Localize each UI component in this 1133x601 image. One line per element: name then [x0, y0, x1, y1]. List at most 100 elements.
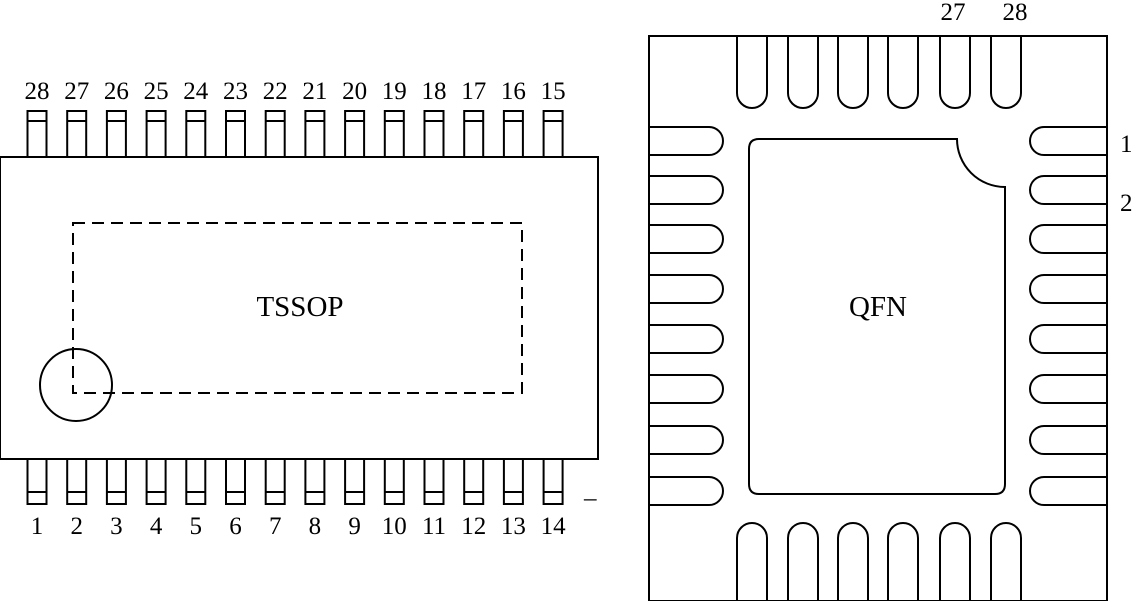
qfn-bottom-pads: [736, 522, 1022, 601]
pin1-indicator-circle: [39, 348, 113, 422]
qfn-bottom-pad: [939, 522, 971, 601]
tssop-bottom-pin-label: 1: [31, 513, 44, 540]
tssop-top-lead: [304, 110, 326, 158]
qfn-left-pad: [649, 224, 724, 254]
tssop-top-pin-label: 28: [25, 78, 50, 105]
tssop-bottom-leads: [26, 458, 564, 505]
tssop-top-lead: [26, 110, 48, 158]
tssop-top-lead: [264, 110, 286, 158]
tssop-bottom-pin-label: 14: [541, 513, 567, 540]
tssop-top-pin-label: 22: [263, 78, 288, 105]
qfn-right-pad: [1029, 224, 1107, 254]
tssop-top-pin-label: 17: [461, 78, 486, 105]
qfn-right-pad: [1029, 274, 1107, 304]
qfn-left-pad: [649, 126, 724, 156]
tssop-top-lead: [502, 110, 524, 158]
tssop-bottom-lead: [264, 458, 286, 505]
qfn-top-pad: [837, 36, 869, 109]
tssop-top-pin-label: 15: [541, 78, 566, 105]
tssop-top-pin-label: 18: [422, 78, 447, 105]
tssop-top-lead: [344, 110, 366, 158]
tssop-top-pin-label: 26: [104, 78, 129, 105]
tssop-bottom-lead: [225, 458, 246, 505]
qfn-top-pad: [787, 36, 819, 109]
tssop-bottom-lead: [105, 458, 127, 505]
tssop-title: TSSOP: [256, 291, 343, 323]
qfn-left-pads: [649, 126, 724, 506]
qfn-left-pad: [649, 425, 724, 455]
tssop-bottom-pin-label: 10: [382, 513, 407, 540]
qfn-bottom-pad: [736, 522, 768, 601]
qfn-pin-label-2: 2: [1120, 190, 1133, 217]
qfn-right-pads: [1029, 126, 1107, 506]
tssop-top-lead: [225, 110, 246, 158]
tssop-die-outline: [72, 222, 523, 394]
tssop-bottom-lead: [66, 458, 88, 505]
qfn-right-pad: [1029, 126, 1107, 156]
tssop-bottom-pin-label: 5: [190, 513, 203, 540]
tssop-top-leads: [26, 110, 564, 158]
qfn-right-pad: [1029, 374, 1107, 404]
qfn-pin-label-1: 1: [1120, 131, 1133, 158]
tssop-bottom-lead: [463, 458, 485, 505]
qfn-left-pad: [649, 274, 724, 304]
tssop-dash-mark: –: [583, 485, 597, 512]
tssop-bottom-lead: [344, 458, 366, 505]
tssop-bottom-pin-label: 12: [461, 513, 486, 540]
tssop-top-pin-label: 24: [183, 78, 209, 105]
tssop-top-lead: [105, 110, 127, 158]
qfn-bottom-pad: [787, 522, 819, 601]
tssop-bottom-pin-label: 9: [348, 513, 361, 540]
qfn-pin-label-27: 27: [941, 0, 966, 26]
qfn-top-pads: [736, 36, 1022, 109]
tssop-bottom-pin-label: 2: [70, 513, 83, 540]
qfn-bottom-pad: [887, 522, 919, 601]
tssop-top-pin-label: 20: [342, 78, 367, 105]
tssop-bottom-lead: [145, 458, 167, 505]
qfn-title: QFN: [849, 291, 907, 323]
tssop-bottom-pin-label: 4: [150, 513, 163, 540]
qfn-right-pad: [1029, 324, 1107, 354]
qfn-right-pad: [1029, 175, 1107, 205]
qfn-left-pad: [649, 476, 724, 506]
tssop-top-pin-label: 23: [223, 78, 248, 105]
tssop-top-pin-label: 19: [382, 78, 407, 105]
qfn-exposed-pad: [748, 138, 1006, 495]
tssop-bottom-lead: [423, 458, 445, 505]
qfn-pin-label-28: 28: [1003, 0, 1028, 26]
tssop-bottom-lead: [185, 458, 207, 505]
qfn-package: QFN 27 28 1 2: [648, 0, 1133, 601]
tssop-top-lead: [383, 110, 405, 158]
qfn-right-pad: [1029, 476, 1107, 506]
qfn-bottom-pad: [837, 522, 869, 601]
tssop-top-lead: [66, 110, 88, 158]
tssop-top-lead: [542, 110, 564, 158]
tssop-bottom-pin-label: 8: [309, 513, 322, 540]
tssop-top-lead: [145, 110, 167, 158]
tssop-top-pin-label: 25: [144, 78, 169, 105]
tssop-top-pin-label: 16: [501, 78, 526, 105]
qfn-left-pad: [649, 324, 724, 354]
qfn-top-pad: [990, 36, 1022, 109]
qfn-left-pad: [649, 374, 724, 404]
qfn-body: [648, 35, 1108, 601]
tssop-bottom-pin-label: 11: [422, 513, 446, 540]
tssop-bottom-lead: [383, 458, 405, 505]
tssop-top-pin-label: 27: [64, 78, 89, 105]
tssop-top-lead: [185, 110, 207, 158]
tssop-bottom-pin-label: 13: [501, 513, 526, 540]
qfn-right-pad: [1029, 425, 1107, 455]
tssop-bottom-lead: [542, 458, 564, 505]
tssop-top-lead: [463, 110, 485, 158]
tssop-bottom-pin-label: 7: [269, 513, 282, 540]
tssop-bottom-pin-label: 6: [229, 513, 242, 540]
qfn-bottom-pad: [990, 522, 1022, 601]
qfn-top-pad: [887, 36, 919, 109]
tssop-bottom-lead: [304, 458, 326, 505]
tssop-bottom-pin-label: 3: [110, 513, 123, 540]
qfn-left-pad: [649, 175, 724, 205]
tssop-top-lead: [423, 110, 445, 158]
